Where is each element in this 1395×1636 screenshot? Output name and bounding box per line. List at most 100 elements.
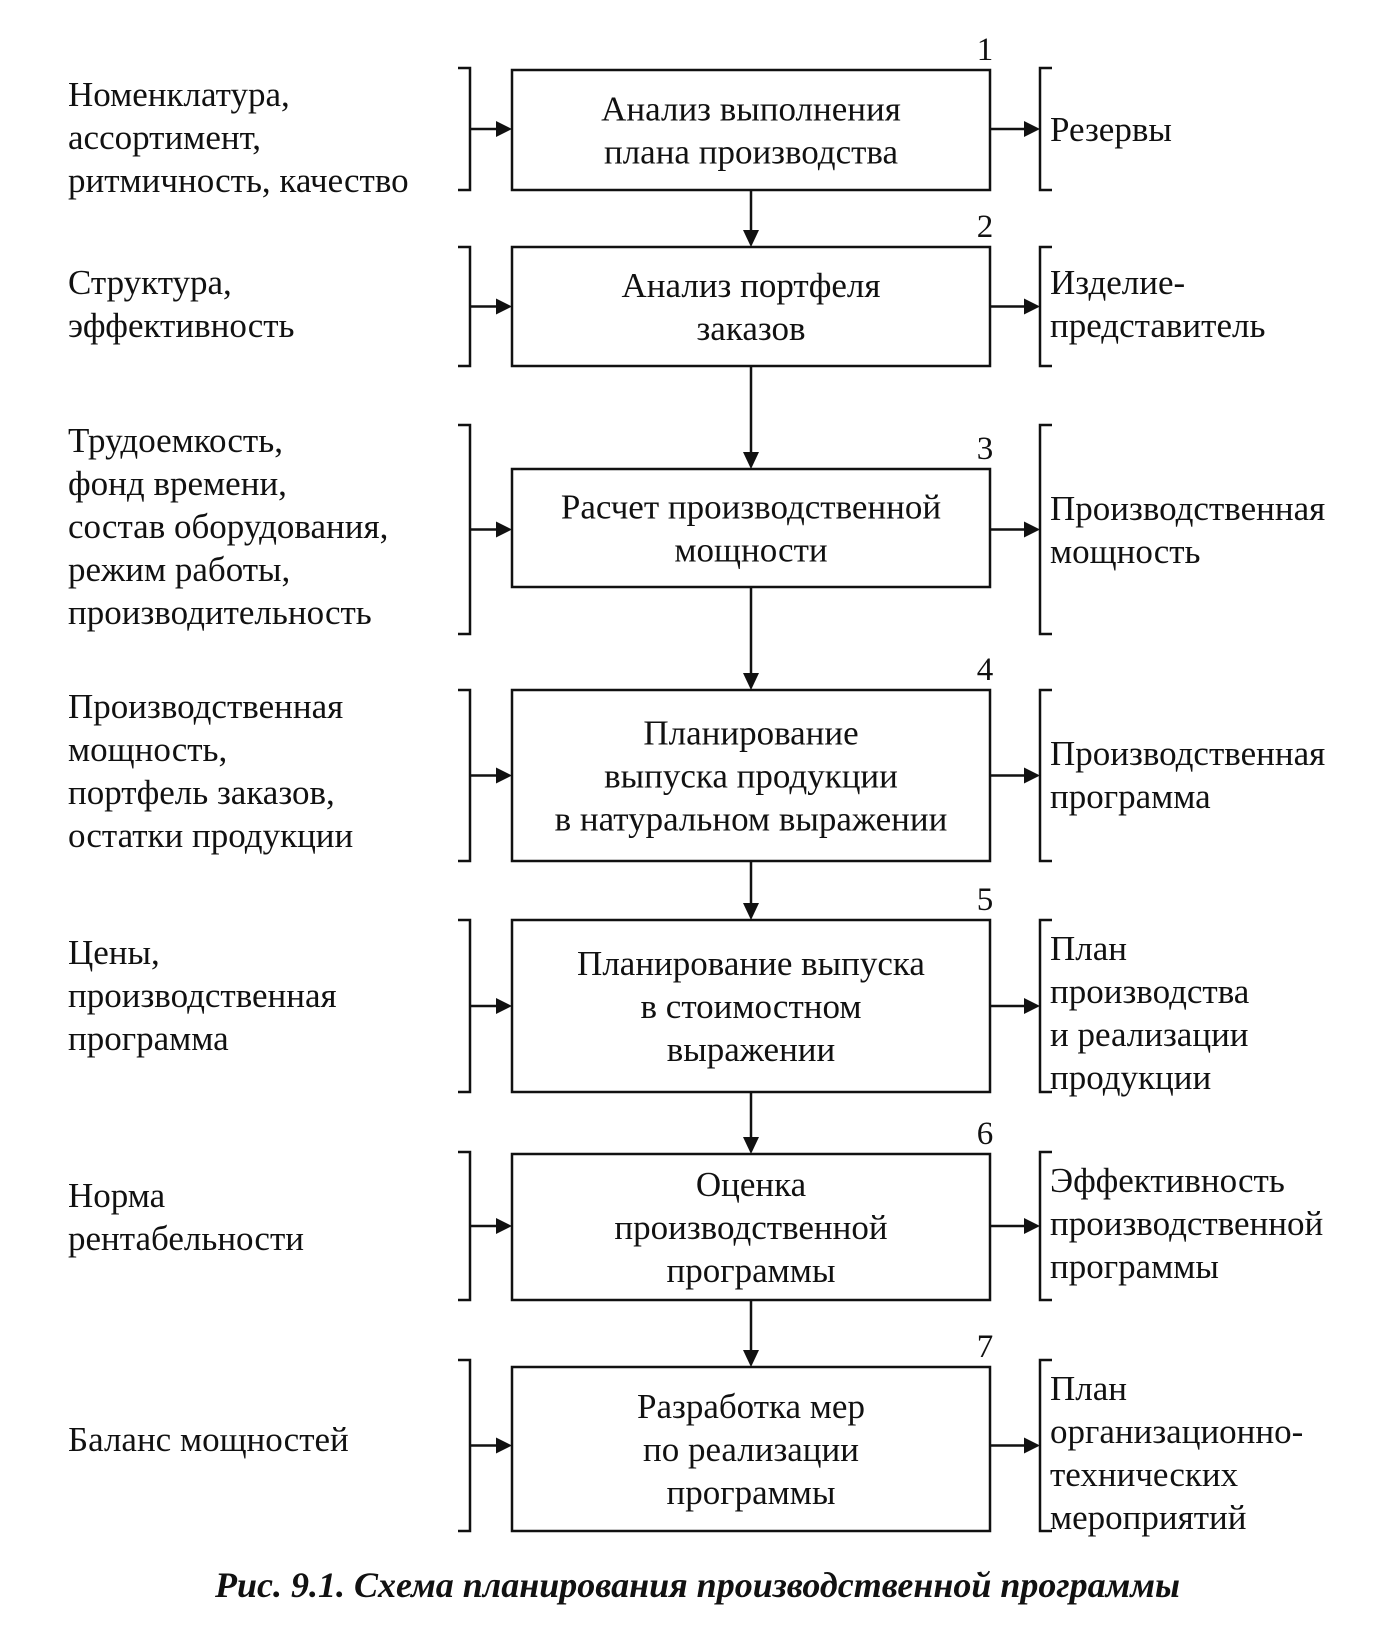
input-arrow-head [496, 121, 512, 137]
output-arrow-head [1024, 1437, 1040, 1454]
process-box-label-line: Анализ портфеля [622, 266, 881, 305]
process-box-label-line: по реализации [643, 1430, 859, 1469]
process-box [510, 68, 992, 192]
output-results-line: представитель [1050, 306, 1265, 345]
input-factors: Баланс мощностей [68, 1420, 349, 1459]
input-factors-line: Структура, [68, 263, 232, 302]
input-factors-line: Баланс мощностей [68, 1420, 349, 1459]
input-factors-line: Цены, [68, 933, 160, 972]
input-bracket [458, 423, 472, 636]
output-results-line: программы [1050, 1247, 1219, 1286]
input-factors: Структура, эффективность [68, 263, 295, 345]
process-box-label-line: заказов [696, 309, 805, 348]
output-results-line: Производственная [1050, 489, 1325, 528]
output-results-line: План [1050, 1369, 1127, 1408]
input-factors-line: портфель заказов, [68, 773, 335, 812]
output-arrow-head [1024, 1218, 1040, 1234]
input-factors-line: Номенклатура, [68, 75, 290, 114]
input-factors-line: производственная [68, 976, 337, 1015]
output-results: Резервы [1050, 110, 1172, 149]
output-arrow-head [1024, 121, 1040, 137]
input-bracket [458, 245, 472, 368]
input-bracket [458, 1150, 472, 1302]
input-factors: Цены, производственная программа [68, 933, 337, 1058]
output-arrow-head [1024, 767, 1040, 784]
flow-connector-arrow [743, 230, 759, 247]
output-results-line: организационно- [1050, 1412, 1303, 1451]
output-arrow-head [1024, 298, 1040, 315]
output-results-line: производства [1050, 972, 1250, 1011]
process-box-label-line: программы [667, 1473, 836, 1512]
flow-connector-arrow [743, 903, 759, 920]
output-results: Изделие-представитель [1050, 263, 1265, 345]
output-results-line: Изделие- [1050, 263, 1185, 302]
process-box-label-line: в натуральном выражении [555, 800, 948, 839]
input-bracket [458, 66, 472, 192]
output-results-line: мероприятий [1050, 1498, 1247, 1537]
input-arrow-head [496, 767, 512, 784]
process-box-label-line: в стоимостном [641, 987, 862, 1026]
process-box-label-line: производственной [614, 1208, 887, 1247]
process-box [510, 467, 992, 589]
input-factors-line: производительность [68, 593, 372, 632]
output-results-line: План [1050, 929, 1127, 968]
process-box-label-line: Расчет производственной [561, 488, 941, 527]
input-factors-line: программа [68, 1019, 229, 1058]
step-number: 2 [977, 209, 994, 245]
flow-connector-arrow [743, 452, 759, 469]
input-arrow-head [496, 1218, 512, 1234]
process-box [510, 1152, 992, 1302]
step-number: 4 [977, 652, 994, 688]
input-factors-line: рентабельности [68, 1219, 304, 1258]
output-bracket [1038, 688, 1052, 863]
process-box-label: Расчет производственной мощности [561, 488, 941, 570]
flow-connector-arrow [743, 1350, 759, 1367]
process-box-label-line: Оценка [696, 1165, 807, 1204]
input-factors-line: состав оборудования, [68, 507, 388, 546]
process-box-label-line: выпуска продукции [604, 757, 898, 796]
input-factors-line: эффективность [68, 306, 295, 345]
input-arrow-head [496, 298, 512, 315]
process-box-label-line: Анализ выполнения [601, 90, 901, 129]
process-box [510, 245, 992, 368]
output-arrow-head [1024, 998, 1040, 1014]
output-results: План организационно-технических мероприяти… [1050, 1369, 1303, 1537]
output-results: Производственная мощность [1050, 489, 1325, 571]
process-box-label-line: программы [667, 1251, 836, 1290]
process-box-label: Анализ портфеля заказов [622, 266, 881, 348]
output-bracket [1038, 423, 1052, 636]
input-factors-line: фонд времени, [68, 464, 287, 503]
flow-connector-arrow [743, 1137, 759, 1154]
step-number: 5 [977, 882, 994, 918]
process-box-label-line: плана производства [604, 133, 899, 172]
input-bracket [458, 918, 472, 1094]
output-results-line: Эффективность [1050, 1161, 1285, 1200]
output-results-line: Производственная [1050, 734, 1325, 773]
process-box-label-line: мощности [674, 531, 827, 570]
process-box [510, 918, 992, 1094]
input-factors-line: режим работы, [68, 550, 290, 589]
step-3: Расчет производственноймощности3Трудоемк… [68, 421, 1325, 636]
figure-caption: Рис. 9.1. Схема планирования производств… [215, 1565, 1180, 1605]
output-results-line: и реализации [1050, 1015, 1249, 1054]
output-results-line: мощность [1050, 532, 1201, 571]
output-results-line: технических [1050, 1455, 1239, 1494]
step-number: 3 [977, 431, 994, 467]
process-box [510, 1365, 992, 1533]
input-factors: Номенклатура,ассортимент,ритмичность, ка… [68, 75, 409, 200]
input-factors-line: Норма [68, 1176, 166, 1215]
input-factors-line: остатки продукции [68, 816, 353, 855]
